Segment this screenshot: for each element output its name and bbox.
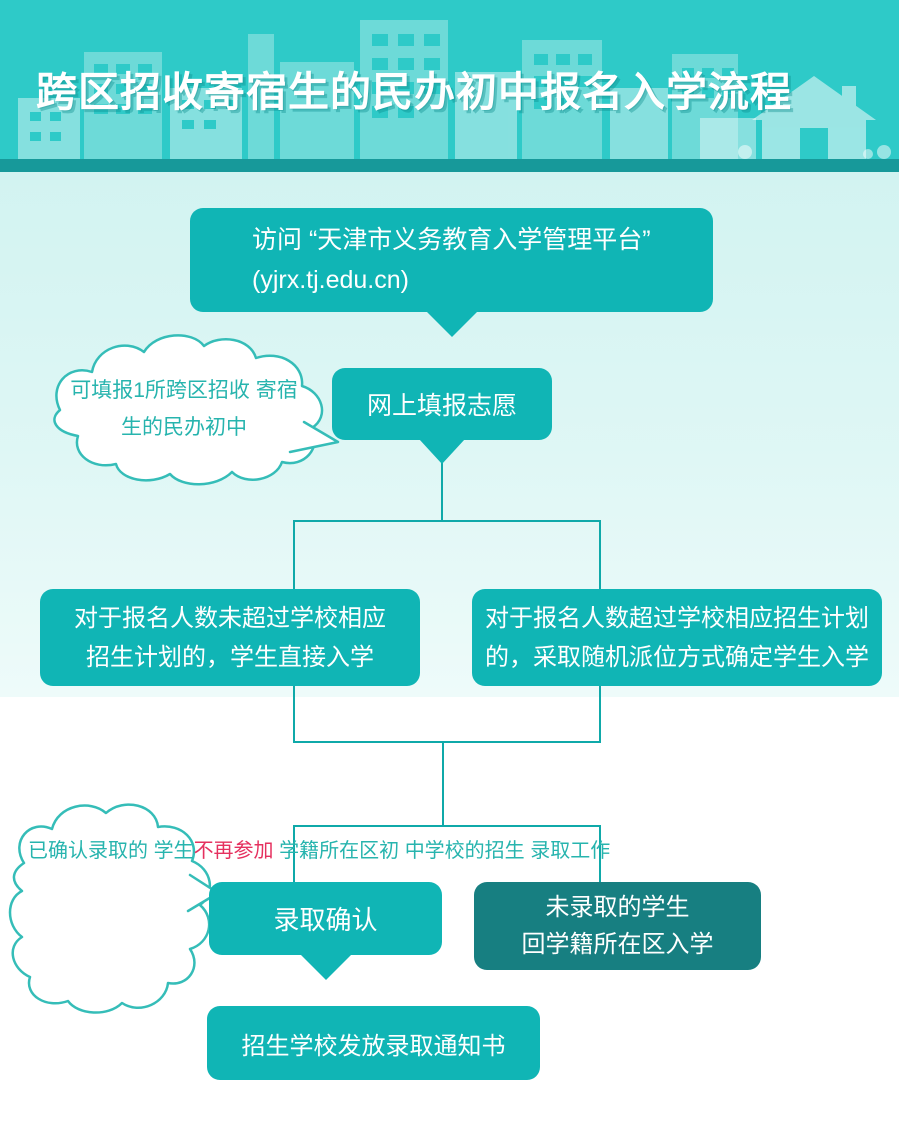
branch-right-line2: 的，采取随机派位方式确定学生入学 bbox=[485, 643, 869, 671]
branch-exceeding-plan: 对于报名人数超过学校相应招生计划 的，采取随机派位方式确定学生入学 bbox=[472, 589, 882, 686]
connector bbox=[293, 520, 601, 522]
connector bbox=[293, 686, 295, 743]
step-online-application: 网上填报志愿 bbox=[332, 368, 552, 464]
not-admitted-line2: 回学籍所在区入学 bbox=[521, 931, 714, 958]
city-skyline-graphic bbox=[18, 20, 891, 159]
step-visit-platform: 访问 “天津市义务教育入学管理平台” (yjrx.tj.edu.cn) bbox=[190, 208, 713, 337]
connector bbox=[599, 825, 601, 883]
bubble2-line2-normal: 学生 bbox=[153, 840, 194, 862]
bubble1-line1: 可填报1所跨区招收 bbox=[70, 379, 250, 402]
note-bubble-confirmed-students: 已确认录取的 学生不再参加 学籍所在区初 中学校的招生 录取工作 bbox=[2, 793, 610, 1021]
step-not-admitted: 未录取的学生 回学籍所在区入学 bbox=[474, 882, 761, 970]
not-admitted-line1: 未录取的学生 bbox=[545, 894, 690, 921]
connector bbox=[293, 741, 601, 743]
page-title: 跨区招收寄宿生的民办初中报名入学流程 bbox=[36, 69, 792, 115]
connector bbox=[293, 520, 295, 590]
bubble2-line3: 学籍所在区初 bbox=[279, 840, 400, 862]
platform-url: (yjrx.tj.edu.cn) bbox=[252, 266, 409, 294]
step-online-application-label: 网上填报志愿 bbox=[366, 392, 517, 420]
header-divider bbox=[0, 159, 899, 172]
pointer-down bbox=[425, 311, 478, 337]
branch-right-line1: 对于报名人数超过学校相应招生计划 bbox=[485, 604, 869, 632]
connector bbox=[441, 463, 443, 521]
thought-cloud-icon bbox=[8, 803, 220, 1014]
connector bbox=[599, 520, 601, 590]
step-admission-letter-label: 招生学校发放录取通知书 bbox=[241, 1032, 506, 1060]
connector bbox=[599, 686, 601, 743]
connector bbox=[293, 825, 601, 827]
step-admission-confirmation-label: 录取确认 bbox=[273, 905, 378, 935]
pointer-down bbox=[419, 439, 465, 464]
bubble2-line1: 已确认录取的 bbox=[28, 840, 148, 862]
thought-cloud-icon bbox=[53, 334, 340, 486]
step-admission-letter: 招生学校发放录取通知书 bbox=[207, 1006, 540, 1080]
connector bbox=[442, 741, 444, 827]
bubble2-line5: 录取工作 bbox=[530, 840, 611, 862]
step-visit-line1: 访问 “天津市义务教育入学管理平台” bbox=[252, 226, 651, 254]
bubble2-line2-red: 不再参加 bbox=[193, 840, 274, 862]
bubble2-line4: 中学校的招生 bbox=[404, 840, 525, 862]
pointer-down bbox=[299, 954, 352, 980]
bubble2-line2: 学生不再参加 bbox=[154, 840, 274, 862]
bubble1-line2: 寄宿生的民办初中 bbox=[121, 379, 298, 439]
branch-left-line2: 招生计划的，学生直接入学 bbox=[86, 643, 374, 671]
step-admission-confirmation: 录取确认 bbox=[209, 882, 442, 980]
bushes-icon bbox=[738, 145, 891, 159]
branch-left-line1: 对于报名人数未超过学校相应 bbox=[74, 604, 386, 632]
header-banner: 跨区招收寄宿生的民办初中报名入学流程 bbox=[0, 0, 899, 172]
note-bubble-application-limit: 可填报1所跨区招收 寄宿生的民办初中 bbox=[38, 330, 348, 488]
branch-not-exceeding-plan: 对于报名人数未超过学校相应 招生计划的，学生直接入学 bbox=[40, 589, 420, 686]
connector bbox=[293, 825, 295, 883]
